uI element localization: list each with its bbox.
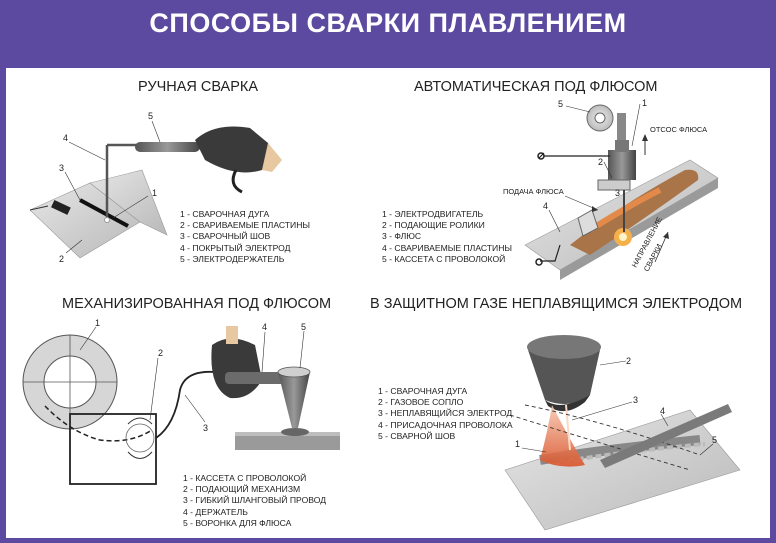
callout: 2 [59,254,64,264]
weld-seam [79,198,129,228]
legend-item: 5 - ВОРОНКА ДЛЯ ФЛЮСА [183,517,292,528]
auto-flux-illustration: ОТСОС ФЛЮСА ПОДАЧА ФЛЮСА НАПРАВЛЕНИЕ СВА… [503,98,719,280]
callout: 2 [158,348,163,358]
filler-wire [600,404,732,468]
legend-item: 3 - ГИБКИЙ ШЛАНГОВЫЙ ПРОВОД [183,495,327,506]
feed-mechanism-frame [69,413,157,485]
legend-item: 4 - ПОКРЫТЫЙ ЭЛЕКТРОД [180,242,291,253]
callout: 5 [301,322,306,332]
flux-suction-label: ОТСОС ФЛЮСА [650,125,707,134]
legend-item: 5 - СВАРНОЙ ШОВ [378,430,456,441]
mech-flux-illustration: 1 2 3 4 5 [22,318,340,485]
flux-layer [570,169,699,255]
manual-legend: 1 - СВАРОЧНАЯ ДУГА 2 - СВАРИВАЕМЫЕ ПЛАСТ… [180,209,310,265]
legend-item: 1 - СВАРОЧНАЯ ДУГА [378,386,468,396]
hand-icon [262,143,282,172]
callout: 5 [558,99,563,109]
legend-item: 5 - КАССЕТА С ПРОВОЛОКОЙ [382,253,506,264]
flexible-hose [155,370,216,439]
callout: 1 [152,188,157,198]
legend-item: 1 - КАССЕТА С ПРОВОЛОКОЙ [183,473,307,483]
callout: 3 [633,395,638,405]
gas-nozzle [528,342,600,404]
welded-plate [504,409,741,531]
legend-item: 2 - ГАЗОВОЕ СОПЛО [378,397,464,408]
legend-item: 3 - ФЛЮС [382,231,422,242]
feed-mechanism [125,423,155,453]
legend-item: 2 - ПОДАЮЩИЕ РОЛИКИ [382,220,485,231]
welding-arc [540,405,585,467]
glove-icon [211,338,262,399]
holder [225,372,293,384]
hand-icon [226,326,238,344]
welded-plate [235,432,340,450]
legend-item: 2 - ПОДАЮЩИЙ МЕХАНИЗМ [183,484,301,495]
poster-title: СПОСОБЫ СВАРКИ ПЛАВЛЕНИЕМ [149,8,627,38]
wire-guide [617,113,626,153]
plate-edge [560,178,718,280]
legend-item: 1 - СВАРОЧНАЯ ДУГА [180,209,270,219]
callout: 2 [626,356,631,366]
auto-flux-legend: 1 - ЭЛЕКТРОДВИГАТЕЛЬ 2 - ПОДАЮЩИЕ РОЛИКИ… [382,209,512,265]
callout: 1 [515,439,520,449]
callout: 1 [642,98,647,108]
mech-flux-title: МЕХАНИЗИРОВАННАЯ ПОД ФЛЮСОМ [62,296,332,312]
legend-item: 4 - ПРИСАДОЧНАЯ ПРОВОЛОКА [378,419,513,430]
tig-title: В ЗАЩИТНОМ ГАЗЕ НЕПЛАВЯЩИМСЯ ЭЛЕКТРОДОМ [370,296,743,312]
legend-item: 3 - СВАРОЧНЫЙ ШОВ [180,231,271,242]
callout: 4 [660,406,665,416]
callout: 3 [59,163,64,173]
mech-flux-legend: 1 - КАССЕТА С ПРОВОЛОКОЙ 2 - ПОДАЮЩИЙ МЕ… [183,473,326,529]
clamp [51,199,71,215]
legend-item: 4 - ДЕРЖАТЕЛЬ [183,506,248,517]
feed-rollers [597,179,631,191]
manual-welding-title: РУЧНАЯ СВАРКА [138,79,258,95]
callout: 4 [543,201,548,211]
legend-item: 2 - СВАРИВАЕМЫЕ ПЛАСТИНЫ [180,220,311,231]
legend-item: 1 - ЭЛЕКТРОДВИГАТЕЛЬ [382,209,484,219]
tig-legend: 1 - СВАРОЧНАЯ ДУГА 2 - ГАЗОВОЕ СОПЛО 3 -… [378,386,513,442]
callout: 3 [203,423,208,433]
welded-plate [89,169,168,236]
flux-hopper [577,209,599,237]
electrode-holder [135,142,200,152]
tig-illustration: 2 3 4 1 5 [504,335,741,531]
manual-welding-illustration: 5 4 3 1 2 [29,111,282,264]
legend-item: 3 - НЕПЛАВЯЩИЙСЯ ЭЛЕКТРОД [378,408,513,419]
callout: 4 [63,133,68,143]
callout: 5 [148,111,153,121]
flux-funnel [278,372,310,428]
welding-arc [104,217,110,223]
callout: 4 [262,322,267,332]
flux-feed-label: ПОДАЧА ФЛЮСА [503,187,564,196]
callout: 2 [598,157,603,167]
glove-icon [195,126,272,173]
callout: 3 [615,188,620,198]
callout: 5 [712,435,717,445]
auto-flux-title: АВТОМАТИЧЕСКАЯ ПОД ФЛЮСОМ [414,79,658,95]
callout: 1 [95,318,100,328]
legend-item: 5 - ЭЛЕКТРОДЕРЖАТЕЛЬ [180,253,285,264]
electric-motor [608,150,636,180]
legend-item: 4 - СВАРИВАЕМЫЕ ПЛАСТИНЫ [382,242,513,253]
